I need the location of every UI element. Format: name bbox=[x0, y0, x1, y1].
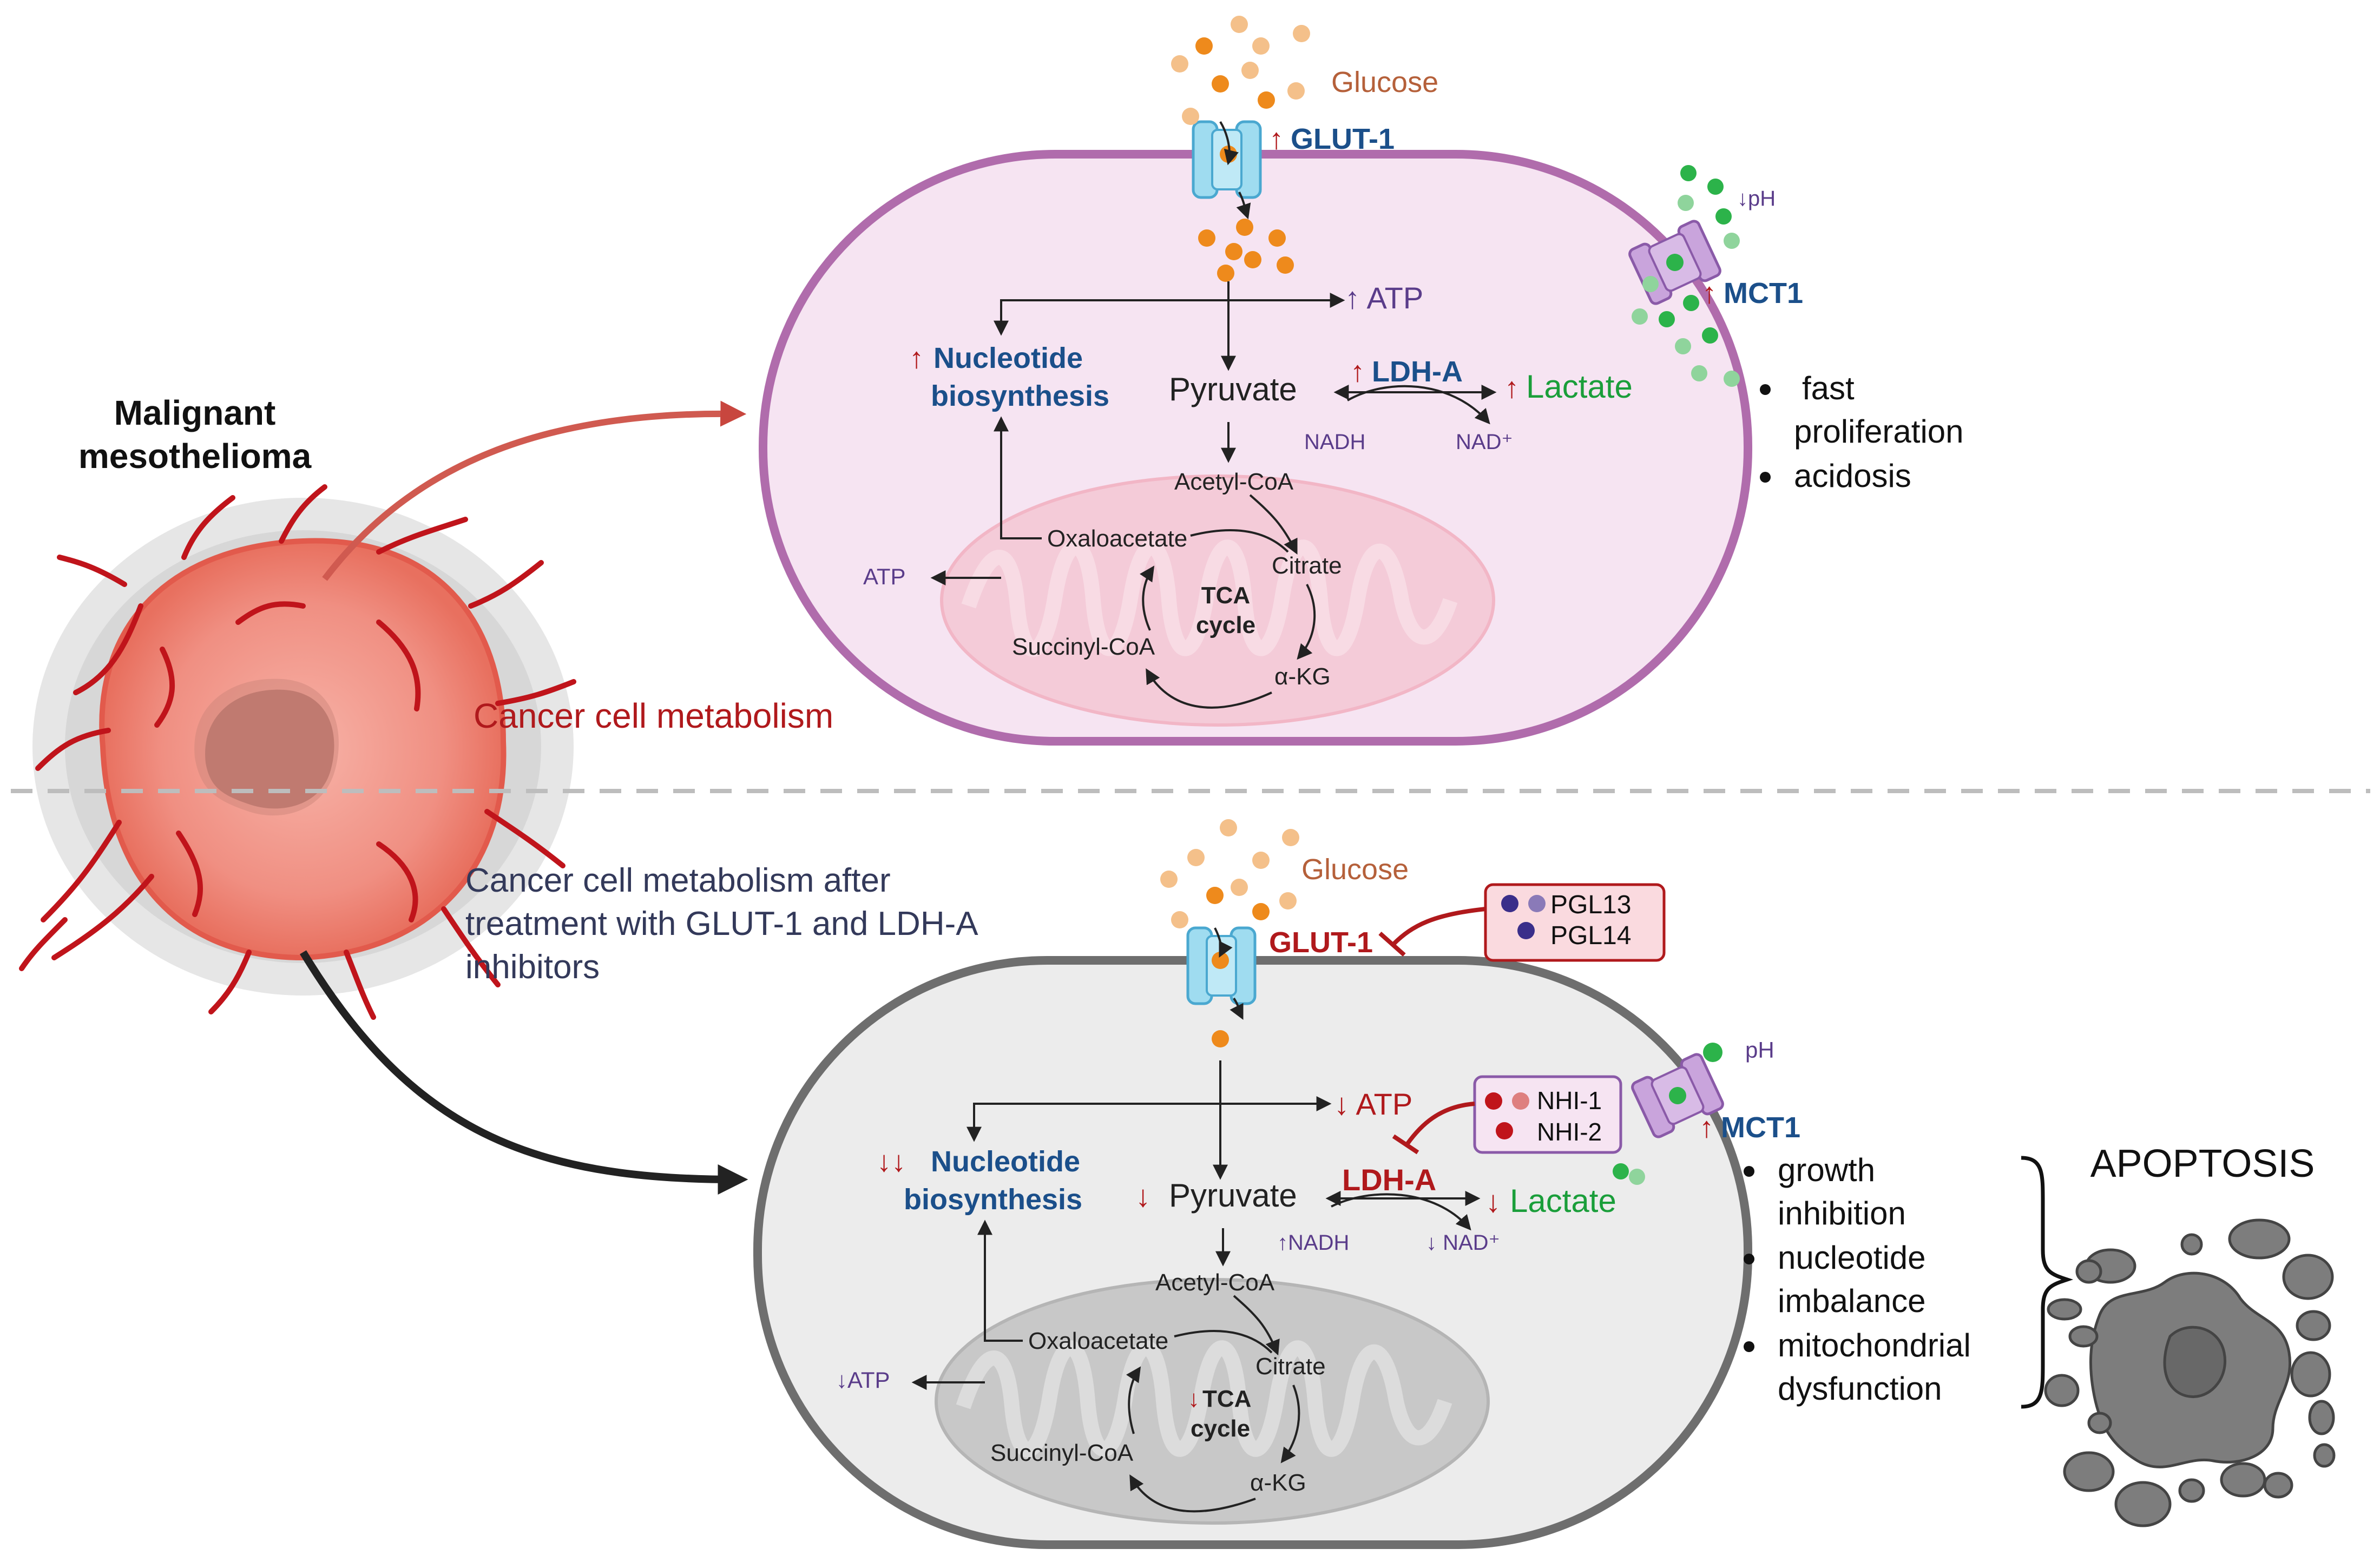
bottom-oxaloacetate: Oxaloacetate bbox=[1028, 1328, 1168, 1354]
bottom-tca-line1: TCA bbox=[1202, 1386, 1251, 1412]
top-bullet-1: fast bbox=[1802, 370, 1855, 406]
bottom-citrate: Citrate bbox=[1255, 1353, 1326, 1380]
arrow-to-top-cell bbox=[322, 400, 747, 581]
bottom-acetyl-coa: Acetyl-CoA bbox=[1155, 1269, 1275, 1296]
bottom-akg: α-KG bbox=[1250, 1469, 1306, 1496]
top-nucleotide-line2: biosynthesis bbox=[931, 380, 1109, 412]
bottom-lactate-arrow: ↓ bbox=[1485, 1184, 1501, 1218]
bottom-nad: ↓ NAD⁺ bbox=[1426, 1231, 1500, 1255]
top-nucleotide-line1: Nucleotide bbox=[933, 342, 1083, 374]
top-glut1-label: GLUT-1 bbox=[1291, 123, 1395, 155]
top-pyruvate: Pyruvate bbox=[1169, 371, 1297, 407]
top-outcomes: fast proliferation acidosis bbox=[1760, 370, 1964, 494]
top-atp-left: ATP bbox=[863, 564, 906, 589]
top-cell bbox=[759, 120, 1752, 746]
top-glut1-up-arrow: ↑ bbox=[1269, 123, 1284, 155]
bottom-ph-label: pH bbox=[1745, 1037, 1774, 1063]
top-lactate-molecules bbox=[1632, 165, 1740, 387]
top-glut1-transporter bbox=[1192, 120, 1262, 199]
lower-caption-line2: treatment with GLUT-1 and LDH-A bbox=[465, 905, 978, 943]
bottom-ldha-label: LDH-A bbox=[1342, 1163, 1436, 1197]
bottom-nucleotide-arrow: ↓↓ bbox=[877, 1145, 906, 1178]
bottom-atp-left: ↓ATP bbox=[836, 1367, 890, 1393]
bottom-tca-line2: cycle bbox=[1191, 1415, 1250, 1442]
bottom-succinyl-coa: Succinyl-CoA bbox=[990, 1440, 1134, 1466]
bottom-bullet-2: nucleotide bbox=[1778, 1240, 1926, 1276]
top-lactate-arrow: ↑ bbox=[1504, 372, 1519, 404]
bottom-labels: Glucose GLUT-1 pH ↑ MCT1 ↓ ATP ↓↓ Nucleo… bbox=[836, 853, 1800, 1496]
title-line1: Malignant bbox=[114, 393, 276, 432]
bottom-pathway-arrows bbox=[911, 1060, 1481, 1513]
top-bullet-2: acidosis bbox=[1794, 458, 1911, 494]
tumor-nucleus bbox=[205, 689, 334, 809]
top-succinyl-coa: Succinyl-CoA bbox=[1012, 634, 1155, 660]
top-akg: α-KG bbox=[1274, 663, 1331, 690]
tumor-blood-vessels bbox=[19, 484, 576, 1020]
lower-caption-line3: inhibitors bbox=[465, 948, 600, 986]
bottom-pyruvate-arrow: ↓ bbox=[1135, 1179, 1150, 1213]
lower-caption-line1: Cancer cell metabolism after bbox=[465, 862, 891, 899]
tumor-illustration bbox=[19, 484, 576, 1020]
bottom-lactate-molecules bbox=[1613, 1043, 1722, 1185]
top-oxaloacetate: Oxaloacetate bbox=[1047, 525, 1187, 552]
bottom-bullet-1: growth bbox=[1778, 1152, 1875, 1188]
top-mitochondrion bbox=[940, 474, 1495, 727]
top-ldha-label: LDH-A bbox=[1372, 355, 1463, 388]
top-tca-line1: TCA bbox=[1201, 582, 1250, 609]
bottom-mitochondrion bbox=[935, 1278, 1490, 1525]
top-nucleotide-arrow: ↑ bbox=[909, 342, 924, 374]
top-nad: NAD⁺ bbox=[1456, 430, 1513, 454]
bottom-tca-arrow: ↓ bbox=[1188, 1386, 1200, 1412]
apoptotic-cell-illustration bbox=[2044, 1218, 2336, 1527]
top-nadh: NADH bbox=[1304, 430, 1365, 454]
bottom-glut1-label: GLUT-1 bbox=[1269, 926, 1373, 959]
top-ldha-arrow: ↑ bbox=[1350, 355, 1365, 388]
outcome-brace bbox=[2021, 1156, 2074, 1409]
tumor-title: Malignant mesothelioma bbox=[78, 393, 312, 476]
bottom-outcomes: growth inhibition nucleotide imbalance m… bbox=[1744, 1152, 1971, 1407]
bottom-bullet-1b: inhibition bbox=[1778, 1195, 1906, 1231]
top-pathway-arrows bbox=[930, 281, 1497, 709]
bottom-nadh: ↑NADH bbox=[1277, 1231, 1349, 1255]
bottom-glucose-label: Glucose bbox=[1301, 853, 1409, 886]
bottom-glut1-transporter bbox=[1186, 926, 1257, 1005]
top-ph-label: ↓pH bbox=[1737, 187, 1776, 210]
top-mct1-up-arrow: ↑ bbox=[1702, 277, 1717, 309]
inhibitor-nhi1: NHI-1 bbox=[1537, 1086, 1602, 1115]
bottom-nucleotide-line1: Nucleotide bbox=[931, 1145, 1080, 1178]
nhi-inhibitor-box: NHI-1 NHI-2 bbox=[1473, 1075, 1622, 1154]
top-atp-up: ↑ ATP bbox=[1345, 281, 1423, 315]
pgl-inhibitor-box: PGL13 PGL14 bbox=[1484, 883, 1666, 962]
bottom-pyruvate: Pyruvate bbox=[1169, 1177, 1297, 1214]
top-glucose-label: Glucose bbox=[1331, 66, 1438, 98]
bottom-lactate: Lactate bbox=[1510, 1183, 1616, 1219]
bottom-bullet-2b: imbalance bbox=[1778, 1283, 1926, 1319]
bottom-nucleotide-line2: biosynthesis bbox=[904, 1183, 1082, 1216]
bottom-cell bbox=[753, 926, 1752, 1549]
arrow-to-bottom-cell bbox=[300, 950, 748, 1195]
top-mct1-label: MCT1 bbox=[1724, 277, 1803, 309]
upper-caption: Cancer cell metabolism bbox=[474, 696, 833, 735]
top-mct1-transporter bbox=[1628, 220, 1721, 305]
bottom-bullet-3b: dysfunction bbox=[1778, 1370, 1942, 1407]
bottom-mct1-label: MCT1 bbox=[1721, 1111, 1800, 1144]
top-tca-line2: cycle bbox=[1196, 612, 1255, 638]
bottom-glucose-molecules bbox=[1160, 819, 1299, 1047]
inhibitor-nhi2: NHI-2 bbox=[1537, 1118, 1602, 1146]
apoptosis-label: APOPTOSIS bbox=[2090, 1142, 2315, 1185]
inhibitor-pgl14: PGL14 bbox=[1550, 921, 1631, 950]
top-acetyl-coa: Acetyl-CoA bbox=[1174, 469, 1294, 495]
bottom-atp-down: ↓ ATP bbox=[1334, 1087, 1412, 1121]
top-lactate: Lactate bbox=[1526, 368, 1633, 405]
bottom-mct1-up-arrow: ↑ bbox=[1699, 1111, 1714, 1144]
title-line2: mesothelioma bbox=[78, 437, 312, 476]
bottom-mct1-transporter bbox=[1631, 1053, 1724, 1138]
inhibitor-pgl13: PGL13 bbox=[1550, 891, 1631, 919]
top-labels: Glucose ↑ GLUT-1 ↓pH ↑ MCT1 ↑ ATP ↑ Nucl… bbox=[863, 66, 1803, 690]
bottom-bullet-3: mitochondrial bbox=[1778, 1327, 1971, 1363]
top-citrate: Citrate bbox=[1272, 552, 1342, 579]
top-bullet-1b: proliferation bbox=[1794, 413, 1964, 450]
